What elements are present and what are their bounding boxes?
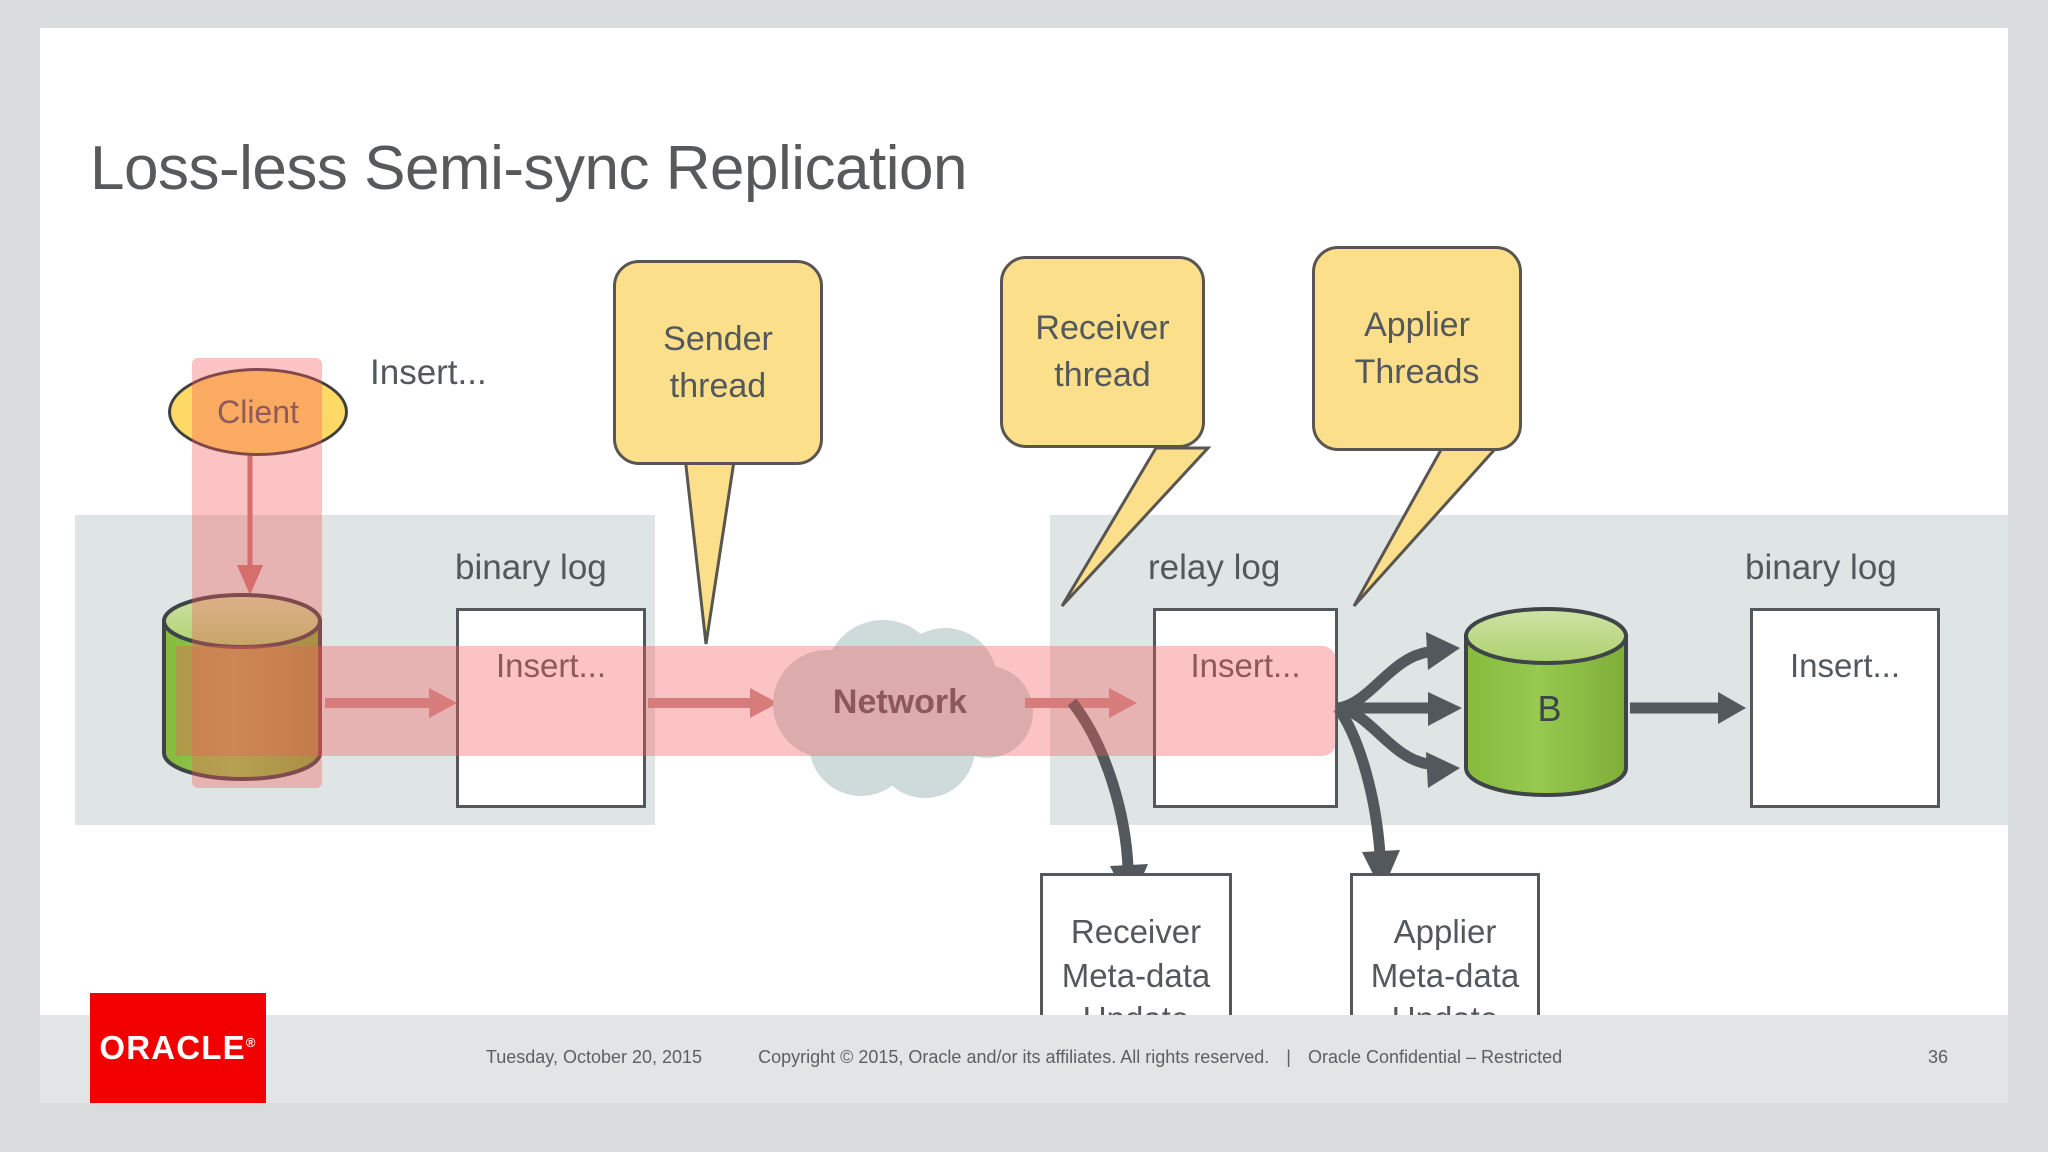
db-to-binlog-arrow <box>325 688 457 718</box>
callout-applier-line2: Threads <box>1354 352 1480 391</box>
callout-receiver-line2: thread <box>1054 356 1151 394</box>
applier-meta-line2: Meta-data <box>1370 956 1520 994</box>
callout-sender-line2: thread <box>669 366 767 405</box>
footer-date: Tuesday, October 20, 2015 <box>485 1047 703 1067</box>
slide-canvas: Loss-less Semi-sync Replication Client I… <box>40 28 2008 1103</box>
replica-binlog-box: Insert... <box>1750 608 1940 808</box>
source-binlog-box: Insert... <box>456 608 646 808</box>
callout-sender-thread: Sender thread <box>613 260 823 465</box>
client-label: Client <box>217 393 299 430</box>
client-insert-label: Insert... <box>370 353 487 392</box>
callout-receiver-line1: Receiver <box>1035 309 1170 348</box>
slide-footer: Tuesday, October 20, 2015 Copyright © 20… <box>40 1015 2008 1103</box>
b-to-binlog-arrow <box>1630 692 1746 724</box>
registered-mark-icon: ® <box>245 1035 257 1050</box>
source-binlog-content: Insert... <box>495 647 607 684</box>
replica-binlog-label: binary log <box>1745 548 1897 587</box>
network-label: Network <box>832 683 968 721</box>
page-number: 36 <box>1927 1047 1948 1067</box>
footer-confidentiality: Oracle Confidential – Restricted <box>1307 1047 1563 1067</box>
binlog-to-network-arrow <box>648 688 778 718</box>
relay-log-label: relay log <box>1148 548 1281 587</box>
applier-fanout-arrows <box>1333 632 1462 892</box>
applier-callout-tail <box>1352 446 1500 608</box>
callout-sender-line1: Sender <box>663 319 773 358</box>
page-title: Loss-less Semi-sync Replication <box>90 134 967 203</box>
relay-log-box: Insert... <box>1153 608 1338 808</box>
receiver-meta-line2: Meta-data <box>1061 956 1211 994</box>
relay-log-content: Insert... <box>1190 647 1301 684</box>
source-binlog-label: binary log <box>455 548 607 587</box>
oracle-logo: ORACLE® <box>90 993 266 1103</box>
callout-applier-line1: Applier <box>1364 305 1470 344</box>
network-to-relaylog-arrow <box>1025 688 1137 718</box>
footer-copyright: Copyright © 2015, Oracle and/or its affi… <box>758 1047 1270 1067</box>
footer-separator: | <box>1286 1047 1291 1067</box>
callout-receiver-thread: Receiver thread <box>1000 256 1205 448</box>
oracle-logo-wordmark: ORACLE® <box>99 1029 256 1067</box>
receiver-meta-line1: Receiver <box>1070 913 1202 951</box>
receiver-callout-tail <box>1060 446 1212 608</box>
client-to-db-arrow <box>237 443 263 595</box>
source-database-cylinder <box>162 593 322 781</box>
footer-text: Tuesday, October 20, 2015 Copyright © 20… <box>40 1047 2008 1068</box>
replica-database-label: B <box>1537 688 1562 729</box>
network-cloud <box>773 620 1033 798</box>
client-node: Client <box>168 368 348 456</box>
replica-binlog-content: Insert... <box>1789 647 1901 684</box>
callout-applier-threads: Applier Threads <box>1312 246 1522 451</box>
applier-meta-line1: Applier <box>1393 913 1497 951</box>
sender-callout-tail <box>682 446 738 645</box>
replica-database-cylinder <box>1464 607 1628 797</box>
oracle-logo-text: ORACLE <box>99 1029 246 1066</box>
